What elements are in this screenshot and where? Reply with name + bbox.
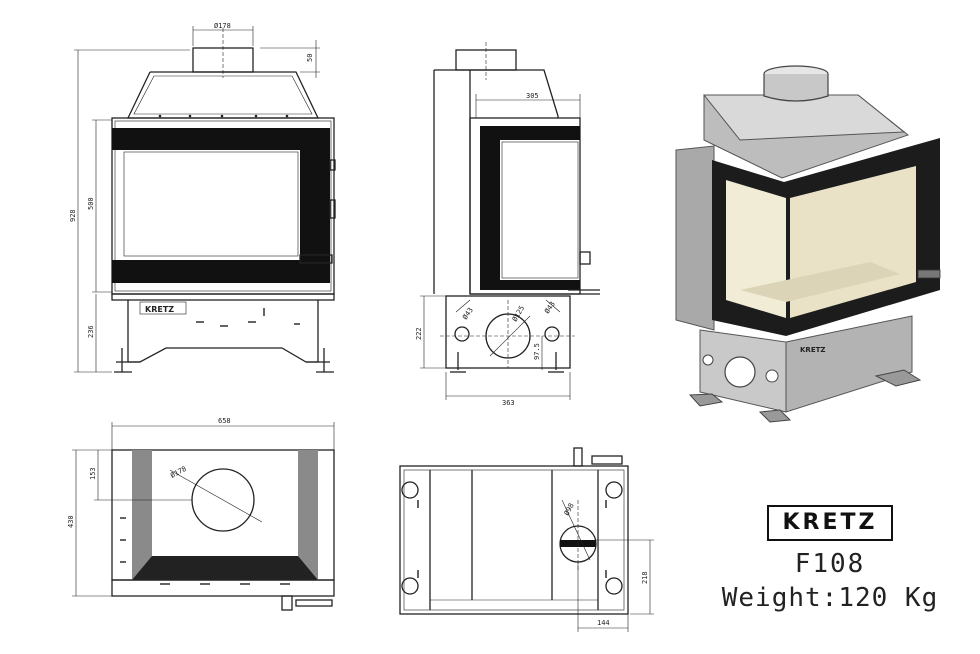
section-offset-x: 144 (597, 619, 610, 627)
front-frame-black (112, 128, 330, 260)
top-view: 658 430 153 Ø178 (67, 417, 335, 611)
top-width: 658 (218, 417, 231, 425)
weight-label: Weight:120 Kg (721, 583, 939, 613)
side-hole-small-2: Ø43 (543, 300, 557, 315)
side-base-width: 363 (502, 399, 515, 407)
brand-block: KRETZ F108 Weight:120 Kg (720, 505, 940, 613)
product-render: KRETZ (675, 65, 941, 423)
side-hole-small-1: Ø43 (461, 306, 475, 321)
side-base-height: 222 (415, 327, 423, 340)
front-base-height: 236 (87, 325, 95, 338)
brand-logo: KRETZ (766, 505, 894, 541)
section-flue-diameter: Ø98 (563, 502, 576, 517)
side-view: 305 222 363 Ø43 Ø125 Ø43 97.5 (415, 42, 600, 407)
front-flue-diameter: Ø178 (214, 22, 231, 30)
side-hole-center: 97.5 (533, 343, 541, 360)
top-flue-diameter: Ø178 (169, 465, 188, 480)
top-depth: 430 (67, 515, 75, 528)
section-view: Ø98 218 144 (399, 447, 654, 632)
model-name: F108 (794, 549, 866, 579)
section-offset-y: 218 (641, 571, 649, 584)
front-view: KRETZ Ø178 50 928 500 236 (69, 22, 336, 373)
top-flue-offset: 153 (89, 467, 97, 480)
side-depth: 305 (526, 92, 539, 100)
svg-text:KRETZ: KRETZ (800, 346, 825, 354)
front-flue-height: 50 (306, 54, 314, 62)
front-glass-height: 500 (87, 197, 95, 210)
svg-text:KRETZ: KRETZ (145, 305, 174, 314)
front-overall-height: 928 (69, 209, 77, 222)
